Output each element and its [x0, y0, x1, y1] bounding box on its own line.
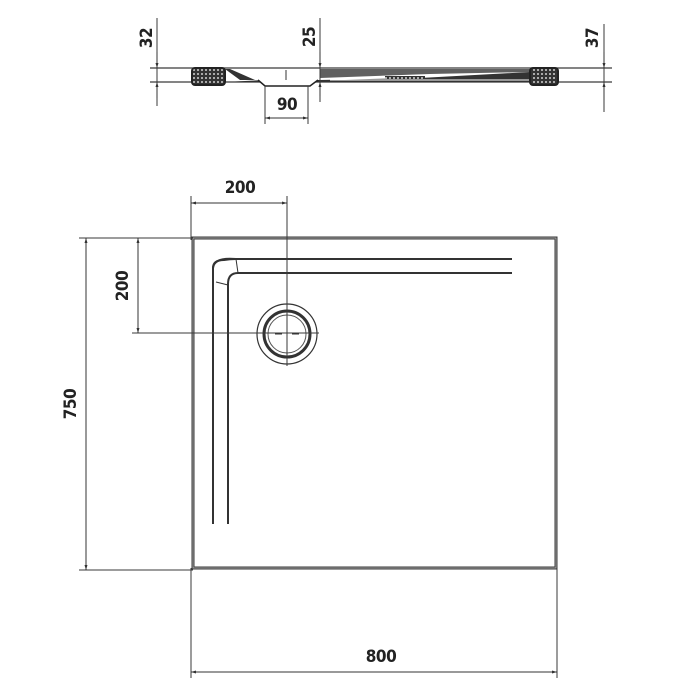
dim-depth: 750 — [61, 389, 81, 419]
dim-side-left-height: 32 — [137, 28, 157, 48]
tray-outline — [191, 236, 558, 570]
channel-groove-inner — [227, 272, 512, 524]
right-foot-block — [529, 67, 559, 86]
channel-groove-outer — [212, 258, 512, 524]
drain-trough — [257, 79, 319, 87]
dim-side-right-height: 37 — [583, 28, 603, 48]
dim-side-center-height: 25 — [300, 27, 320, 47]
dim-drain-offset-y: 200 — [113, 271, 133, 301]
side-view: 32 25 90 37 — [137, 18, 612, 124]
top-view: 200 200 750 800 — [61, 178, 558, 678]
dim-width: 800 — [366, 647, 396, 667]
left-foot-block — [191, 67, 226, 86]
dim-drain-offset-x: 200 — [225, 178, 255, 198]
dim-drain-width: 90 — [277, 95, 297, 115]
